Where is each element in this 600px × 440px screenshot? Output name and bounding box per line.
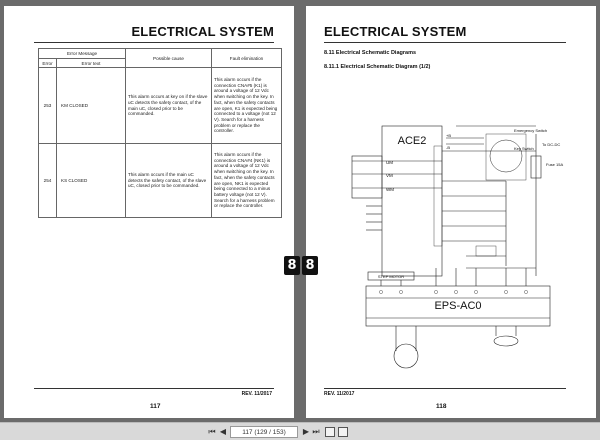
footer-rule — [324, 388, 566, 389]
page-title: ELECTRICAL SYSTEM — [324, 24, 467, 39]
navigation-toolbar: ⏮ ◀ 117 (129 / 153) ▶ ⏭ — [0, 422, 600, 440]
left-page-badge: 8 — [284, 256, 300, 275]
error-code-header: Error — [38, 58, 57, 68]
eps-ac0-label: EPS-AC0 — [434, 300, 481, 312]
step-motor-label: STEP MOTOR — [378, 274, 404, 279]
right-page: ELECTRICAL SYSTEM 8.11 Electrical Schema… — [306, 6, 596, 418]
error-text: KM CLOSED — [56, 67, 126, 144]
fault-elimination: This alarm occurs if the connection CNA#… — [211, 143, 282, 218]
error-table: Error Message Possible cause Fault elimi… — [38, 48, 282, 218]
header-rule — [34, 42, 274, 43]
subsection-heading: 8.11.1 Electrical Schematic Diagram (1/2… — [324, 64, 431, 70]
phase-w-label: WM — [386, 187, 394, 192]
footer-rule — [34, 388, 274, 389]
possible-cause: This alarm occurs at key on if the slave… — [125, 67, 212, 144]
revision-label: REV. 11/2017 — [324, 391, 355, 397]
page-title: ELECTRICAL SYSTEM — [131, 24, 274, 39]
page-number: 118 — [436, 403, 447, 410]
first-page-icon[interactable]: ⏮ — [208, 427, 216, 436]
header-rule — [324, 42, 566, 43]
fault-elimination: This alarm occurs if the connection CNA#… — [211, 67, 282, 144]
motor-symbol — [393, 343, 419, 369]
negative-battery-label: -B — [446, 145, 450, 150]
phase-u-label: UM — [386, 160, 393, 165]
fuse-label: Fuse 15A — [546, 162, 563, 167]
error-code: 253 — [38, 67, 57, 144]
phase-v-label: VM — [386, 173, 393, 178]
emergency-switch-label: Emergency Switch — [514, 128, 547, 133]
page-number-field[interactable]: 117 (129 / 153) — [230, 426, 298, 438]
electrical-schematic: ACE2 EPS-AC0 STEP MOTOR UM VM WM Emergen… — [351, 125, 563, 369]
page-number: 117 — [150, 403, 161, 410]
positive-battery-label: +B — [446, 133, 451, 138]
revision-label: REV. 11/2017 — [241, 391, 272, 397]
ace2-controller-box — [381, 125, 443, 277]
right-page-badge: 8 — [302, 256, 318, 275]
error-code: 254 — [38, 143, 57, 218]
error-text: KS CLOSED — [56, 143, 126, 218]
fit-width-icon[interactable] — [338, 427, 348, 437]
table-row: 253 KM CLOSED This alarm occurs at key o… — [38, 67, 282, 144]
fault-elimination-header: Fault elimination — [211, 48, 282, 68]
ace2-label: ACE2 — [398, 135, 427, 147]
key-switch-label: Key Switch — [514, 146, 534, 151]
section-heading: 8.11 Electrical Schematic Diagrams — [324, 50, 417, 56]
next-page-icon[interactable]: ▶ — [302, 427, 310, 436]
step-motor-box — [367, 271, 415, 281]
previous-page-icon[interactable]: ◀ — [219, 427, 227, 436]
last-page-icon[interactable]: ⏭ — [312, 427, 320, 436]
eps-ac0-box — [365, 285, 551, 327]
error-text-header: Error text — [56, 58, 126, 68]
possible-cause: This alarm occurs if the main uC detects… — [125, 143, 212, 218]
fit-page-icon[interactable] — [325, 427, 335, 437]
error-message-header: Error Message — [38, 48, 126, 59]
left-page: ELECTRICAL SYSTEM Error Message Possible… — [4, 6, 294, 418]
possible-cause-header: Possible cause — [125, 48, 212, 68]
dcdc-label: To DC-DC — [542, 142, 560, 147]
table-row: 254 KS CLOSED This alarm occurs if the m… — [38, 143, 282, 218]
